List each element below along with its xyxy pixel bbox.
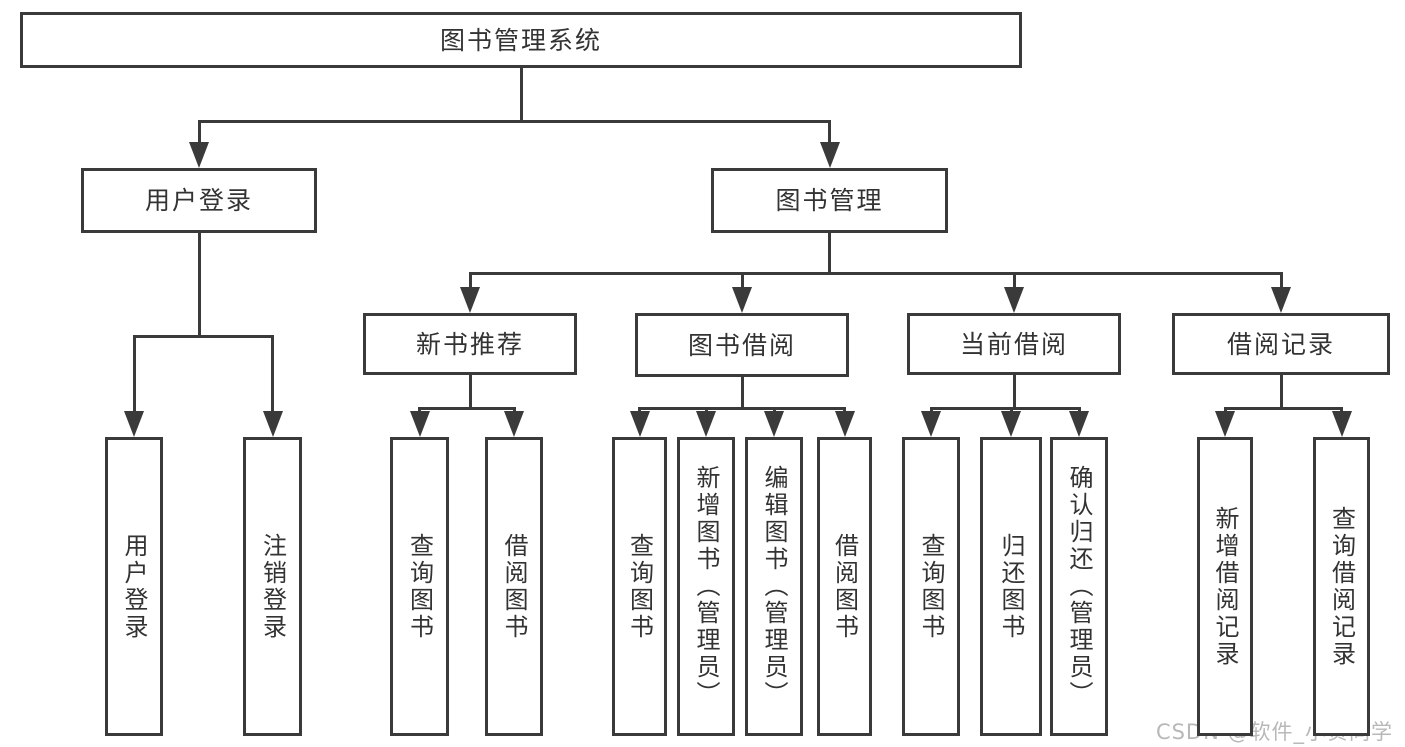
node-root: 图书管理系统 — [20, 12, 1022, 68]
arrow-down-icon — [460, 287, 480, 313]
node-label: 新书推荐 — [415, 329, 524, 359]
connector-split-line — [468, 272, 1283, 275]
connector-drop-line — [468, 375, 472, 407]
node-current-borrow: 当前借阅 — [907, 313, 1121, 375]
arrow-down-icon — [504, 411, 524, 437]
node-label: 当前借阅 — [959, 329, 1068, 359]
arrow-down-icon — [1001, 411, 1021, 437]
arrow-down-icon — [1215, 411, 1235, 437]
connector-split-line — [638, 407, 846, 410]
node-label: 用户登录 — [120, 532, 148, 641]
node-leaf-borrow-1: 借阅图书 — [485, 437, 543, 736]
node-leaf-login: 用户登录 — [105, 437, 163, 736]
node-user-login: 用户登录 — [81, 168, 317, 233]
connector-drop-line — [740, 377, 744, 407]
node-leaf-logout: 注销登录 — [243, 437, 302, 736]
connector-split-line — [418, 407, 516, 410]
node-label: 新增借阅记录 — [1211, 505, 1239, 668]
connector-split-line — [1223, 407, 1343, 410]
arrow-down-icon — [1331, 411, 1352, 437]
node-label: 借阅图书 — [830, 532, 859, 641]
node-label: 归还图书 — [997, 532, 1025, 641]
connector-drop-line — [1012, 375, 1016, 407]
connector-split-line — [929, 407, 1081, 410]
node-leaf-add-book: 新增图书（管理员） — [677, 437, 735, 736]
node-book-mgmt: 图书管理 — [711, 168, 948, 233]
node-label: 图书借阅 — [687, 330, 796, 360]
node-leaf-confirm: 确认归还（管理员） — [1050, 437, 1108, 736]
node-leaf-query-2: 查询图书 — [612, 437, 667, 736]
arrow-down-icon — [819, 142, 840, 168]
node-label: 查询图书 — [625, 532, 654, 641]
node-leaf-query-rec: 查询借阅记录 — [1313, 437, 1370, 736]
node-label: 查询图书 — [917, 532, 945, 641]
arrow-down-icon — [764, 411, 784, 437]
arrow-down-icon — [834, 411, 855, 437]
connector-branch-line — [197, 120, 201, 146]
node-label: 注销登录 — [258, 532, 287, 641]
node-leaf-borrow-2: 借阅图书 — [817, 437, 872, 736]
arrow-down-icon — [921, 411, 941, 437]
arrow-down-icon — [629, 411, 650, 437]
node-leaf-query-1: 查询图书 — [390, 437, 449, 736]
arrow-down-icon — [732, 287, 752, 313]
node-label: 借阅记录 — [1226, 329, 1335, 359]
connector-split-line — [197, 120, 831, 123]
node-book-borrow: 图书借阅 — [635, 313, 849, 377]
node-label: 用户登录 — [144, 186, 253, 215]
connector-branch-line — [1279, 272, 1283, 291]
node-label: 借阅图书 — [500, 532, 528, 641]
arrow-down-icon — [1271, 287, 1291, 313]
node-label: 查询图书 — [405, 532, 434, 641]
node-label: 新增图书（管理员） — [692, 465, 720, 708]
node-label: 确认归还（管理员） — [1065, 465, 1093, 708]
connector-drop-line — [828, 233, 831, 272]
connector-drop-line — [1279, 375, 1283, 407]
node-leaf-query-3: 查询图书 — [902, 437, 960, 736]
connector-drop-line — [197, 233, 201, 335]
node-label: 查询借阅记录 — [1327, 505, 1356, 668]
arrow-down-icon — [124, 411, 144, 437]
arrow-down-icon — [1004, 287, 1024, 313]
node-label: 图书管理系统 — [439, 25, 602, 55]
connector-branch-line — [828, 120, 831, 146]
arrow-down-icon — [409, 411, 430, 437]
connector-branch-line — [1012, 272, 1016, 291]
connector-split-line — [132, 335, 274, 338]
node-leaf-add-rec: 新增借阅记录 — [1197, 437, 1253, 736]
node-borrow-records: 借阅记录 — [1172, 313, 1390, 375]
node-leaf-return: 归还图书 — [980, 437, 1042, 736]
node-label: 编辑图书（管理员） — [760, 465, 788, 708]
connector-branch-line — [740, 272, 744, 291]
connector-branch-line — [132, 335, 136, 415]
node-new-book-rec: 新书推荐 — [363, 313, 577, 375]
connector-branch-line — [468, 272, 472, 291]
arrow-down-icon — [1069, 411, 1089, 437]
arrow-down-icon — [262, 411, 283, 437]
connector-branch-line — [271, 335, 274, 415]
arrow-down-icon — [189, 142, 209, 168]
node-leaf-edit-book: 编辑图书（管理员） — [745, 437, 803, 736]
node-label: 图书管理 — [775, 186, 884, 215]
connector-drop-line — [519, 68, 523, 120]
arrow-down-icon — [696, 411, 716, 437]
